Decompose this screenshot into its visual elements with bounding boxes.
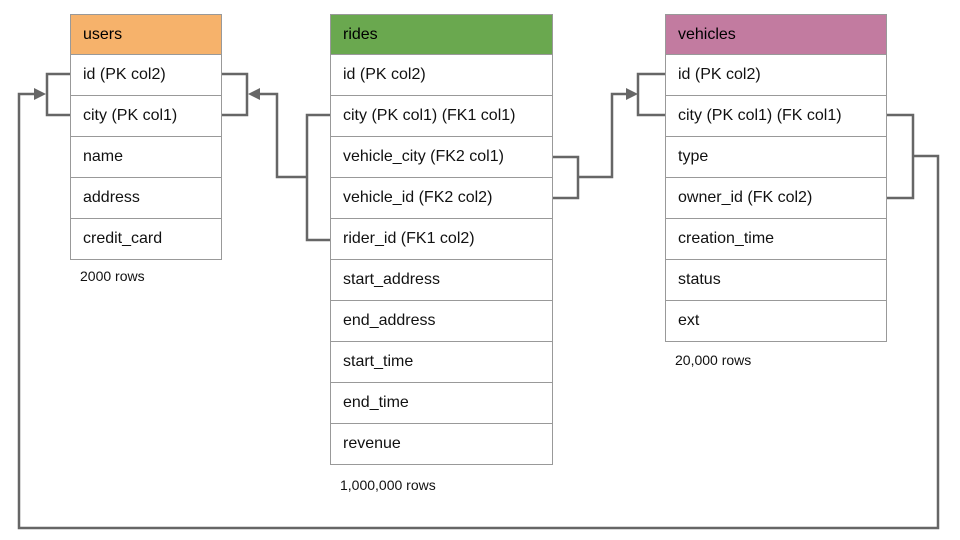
table-row: credit_card: [71, 218, 221, 259]
table-row: rider_id (FK1 col2): [331, 218, 552, 259]
relationship-rides-users: [222, 72, 330, 242]
table-row: id (PK col2): [666, 54, 886, 95]
table-row: revenue: [331, 423, 552, 464]
table-row: type: [666, 136, 886, 177]
vehicles-right-bracket: [887, 113, 915, 200]
table-row: city (PK col1): [71, 95, 221, 136]
table-row: creation_time: [666, 218, 886, 259]
table-row: ext: [666, 300, 886, 341]
table-vehicles: vehicles id (PK col2) city (PK col1) (FK…: [665, 14, 887, 342]
table-row: id (PK col2): [71, 54, 221, 95]
table-users: users id (PK col2) city (PK col1) name a…: [70, 14, 222, 260]
table-row: vehicle_city (FK2 col1): [331, 136, 552, 177]
rides-right-bracket: [553, 155, 580, 200]
vehicles-row-count: 20,000 rows: [675, 352, 752, 368]
table-row: name: [71, 136, 221, 177]
table-users-header: users: [71, 15, 221, 54]
table-vehicles-header: vehicles: [666, 15, 886, 54]
table-rides-header: rides: [331, 15, 552, 54]
rides-vehicles-line: [578, 92, 626, 179]
table-row: start_address: [331, 259, 552, 300]
users-right-bracket: [222, 72, 249, 117]
arrow-to-users-icon: [248, 88, 260, 100]
table-row: end_address: [331, 300, 552, 341]
table-row: city (PK col1) (FK1 col1): [331, 95, 552, 136]
table-row: start_time: [331, 341, 552, 382]
table-row: address: [71, 177, 221, 218]
relationship-rides-vehicles: [553, 72, 665, 200]
table-row: status: [666, 259, 886, 300]
users-left-bracket: [45, 72, 70, 117]
vehicles-left-bracket: [636, 72, 665, 117]
table-row: owner_id (FK col2): [666, 177, 886, 218]
rides-left-bracket: [305, 113, 330, 242]
table-row: vehicle_id (FK2 col2): [331, 177, 552, 218]
table-row: city (PK col1) (FK col1): [666, 95, 886, 136]
arrow-to-vehicles-icon: [626, 88, 638, 100]
table-rides: rides id (PK col2) city (PK col1) (FK1 c…: [330, 14, 553, 465]
table-row: id (PK col2): [331, 54, 552, 95]
rides-users-line: [259, 92, 307, 179]
table-row: end_time: [331, 382, 552, 423]
rides-row-count: 1,000,000 rows: [340, 477, 436, 493]
users-row-count: 2000 rows: [80, 268, 145, 284]
arrow-to-users-left-icon: [34, 88, 46, 100]
